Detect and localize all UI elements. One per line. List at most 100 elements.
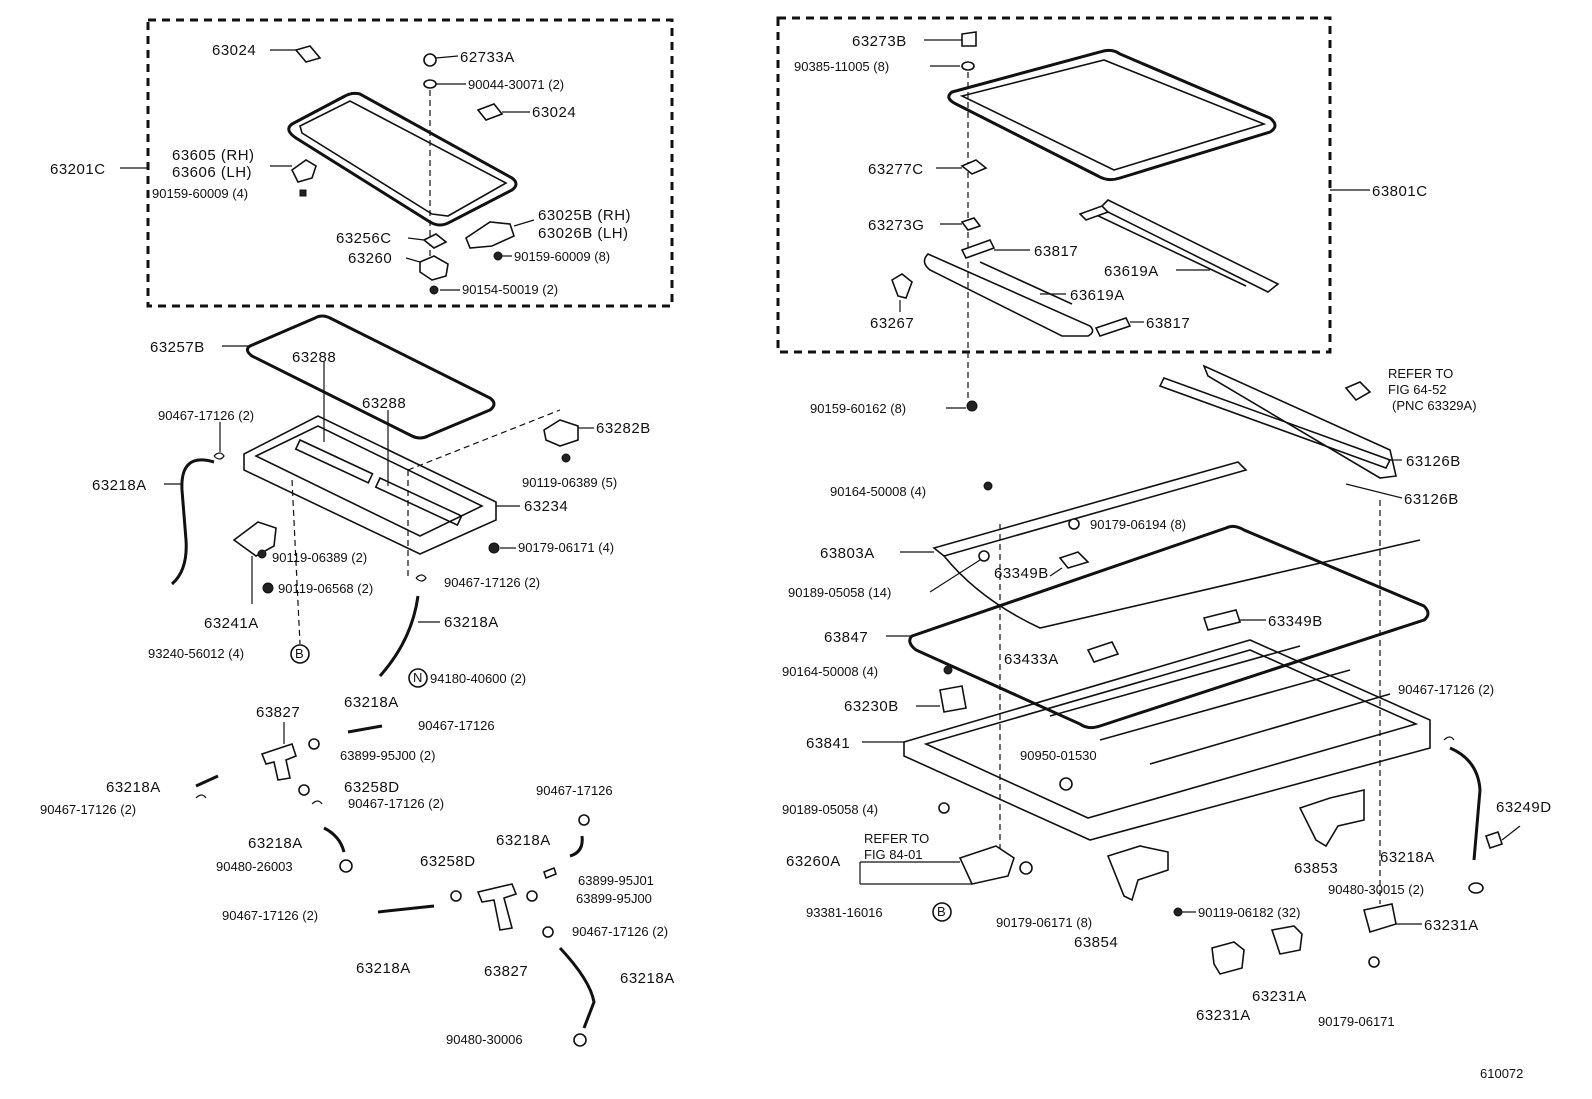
bolt-90159-b	[493, 251, 503, 261]
refer-bracket-63329a	[1344, 381, 1372, 402]
hose-63218a-c	[347, 724, 383, 734]
part-63899-a	[308, 738, 320, 750]
label-90179-c: 90179-06171 (8)	[996, 915, 1092, 930]
label-63218a-a: 63218A	[92, 477, 147, 494]
part-63349b-a	[1058, 551, 1090, 569]
label-63847: 63847	[824, 629, 868, 646]
bolt-90119-b	[257, 549, 267, 559]
label-90044: 90044-30071 (2)	[468, 77, 564, 92]
label-63619a-a: 63619A	[1104, 263, 1159, 280]
part-63258d-a	[298, 784, 310, 796]
label-63258d-b: 63258D	[420, 853, 476, 870]
label-90950: 90950-01530	[1020, 748, 1097, 763]
part-63267	[891, 273, 913, 299]
label-62733a: 62733A	[460, 49, 515, 66]
label-90480-b: 90480-30006	[446, 1032, 523, 1047]
label-63841: 63841	[806, 735, 850, 752]
label-63619a-b: 63619A	[1070, 287, 1125, 304]
nut-90189-a	[978, 550, 990, 562]
part-63256c	[422, 233, 448, 249]
label-90159-b: 90159-60009 (8)	[514, 249, 610, 264]
label-63273b: 63273B	[852, 33, 907, 50]
nut-90179-a	[488, 542, 500, 554]
part-90385	[961, 61, 975, 71]
part-63277c	[960, 159, 988, 175]
nut-90179-b	[1068, 518, 1080, 530]
label-63241a: 63241A	[204, 615, 259, 632]
label-ref-b2: B	[937, 904, 946, 919]
part-63230b	[939, 685, 967, 713]
label-63433a: 63433A	[1004, 651, 1059, 668]
label-90189-a: 90189-05058 (14)	[788, 585, 891, 600]
clip-90467-b	[415, 574, 427, 582]
label-63234: 63234	[524, 498, 568, 515]
clip-90467-d	[195, 794, 207, 799]
label-63218a-c: 63218A	[344, 694, 399, 711]
label-90467-h: 90467-17126 (2)	[222, 908, 318, 923]
bolt-90119-c	[262, 582, 274, 594]
part-63853	[1298, 788, 1365, 848]
label-90480-c: 90480-30015 (2)	[1328, 882, 1424, 897]
part-62733a	[423, 53, 437, 67]
nut-90179-d	[1368, 956, 1380, 968]
label-63288-a: 63288	[292, 349, 336, 366]
ref-circle-n	[408, 668, 428, 688]
hose-63218a-g	[377, 904, 435, 914]
bolt-90159-a	[299, 189, 307, 197]
assembly-boundary-63201c	[146, 18, 674, 308]
part-63231a-b	[1270, 925, 1303, 955]
part-63126b-rail-b	[1202, 364, 1397, 479]
label-63257b: 63257B	[150, 339, 205, 356]
label-90119-b: 90119-06389 (2)	[272, 550, 367, 565]
label-90467-b: 90467-17126 (2)	[444, 575, 540, 590]
label-63026b: 63026B (LH)	[538, 225, 629, 242]
label-63249d: 63249D	[1496, 799, 1552, 816]
label-63231a-a: 63231A	[1196, 1007, 1251, 1024]
clip-90467-i	[1443, 736, 1455, 741]
ref-circle-b2	[932, 902, 952, 922]
label-90119-a: 90119-06389 (5)	[522, 475, 617, 490]
part-63241a	[232, 521, 277, 557]
part-63899-b	[543, 866, 557, 880]
label-63201c: 63201C	[50, 161, 106, 178]
label-63218a-e: 63218A	[248, 835, 303, 852]
part-63258d-b	[450, 890, 462, 902]
label-90159-a: 90159-60009 (4)	[152, 186, 248, 201]
hose-63218a-f	[569, 835, 584, 858]
nut-90189-b	[938, 802, 950, 814]
sunshade-panel	[947, 48, 1277, 182]
label-63827-a: 63827	[256, 704, 300, 721]
label-63273g: 63273G	[868, 217, 924, 234]
label-63803a: 63803A	[820, 545, 875, 562]
label-63606: 63606 (LH)	[172, 164, 252, 181]
part-63025b-bracket	[465, 221, 515, 249]
label-63231a-c: 63231A	[1424, 917, 1479, 934]
part-63619a-rail-a	[1098, 199, 1280, 293]
label-90467-f: 90467-17126	[536, 783, 613, 798]
label-63899-a: 63899-95J00 (2)	[340, 748, 435, 763]
right-assembly-group: 63273B 90385-11005 (8) 63801C 63277C 632…	[776, 16, 1427, 400]
hose-63218a-e	[323, 826, 346, 853]
bolt-90164-a	[983, 481, 993, 491]
nut-90179-c	[1019, 861, 1033, 875]
label-90467-g: 90467-17126 (2)	[572, 924, 668, 939]
part-63260a-motor	[958, 845, 1015, 885]
label-63277c: 63277C	[868, 161, 924, 178]
part-63273b	[961, 31, 977, 47]
part-63231a-a	[1211, 941, 1245, 975]
label-ref-n: N	[413, 670, 422, 685]
part-63827-tee-a	[260, 742, 297, 781]
left-assembly-group: 63024 62733A 90044-30071 (2) 63024 63201…	[50, 18, 674, 308]
part-63803a-frame	[932, 461, 1248, 557]
label-90385: 90385-11005 (8)	[794, 59, 889, 74]
label-90164-a: 90164-50008 (4)	[830, 484, 926, 499]
label-90119-c: 90119-06568 (2)	[278, 581, 373, 596]
part-63288-b	[374, 476, 463, 527]
label-63349b-b: 63349B	[1268, 613, 1323, 630]
part-63024-b	[476, 103, 504, 121]
sunroof-glass-panel	[287, 91, 518, 227]
label-refer-2: FIG 64-52	[1388, 382, 1447, 397]
part-63282b	[543, 419, 579, 447]
cap-90480-a	[339, 859, 353, 873]
label-63126b-a: 63126B	[1406, 453, 1461, 470]
